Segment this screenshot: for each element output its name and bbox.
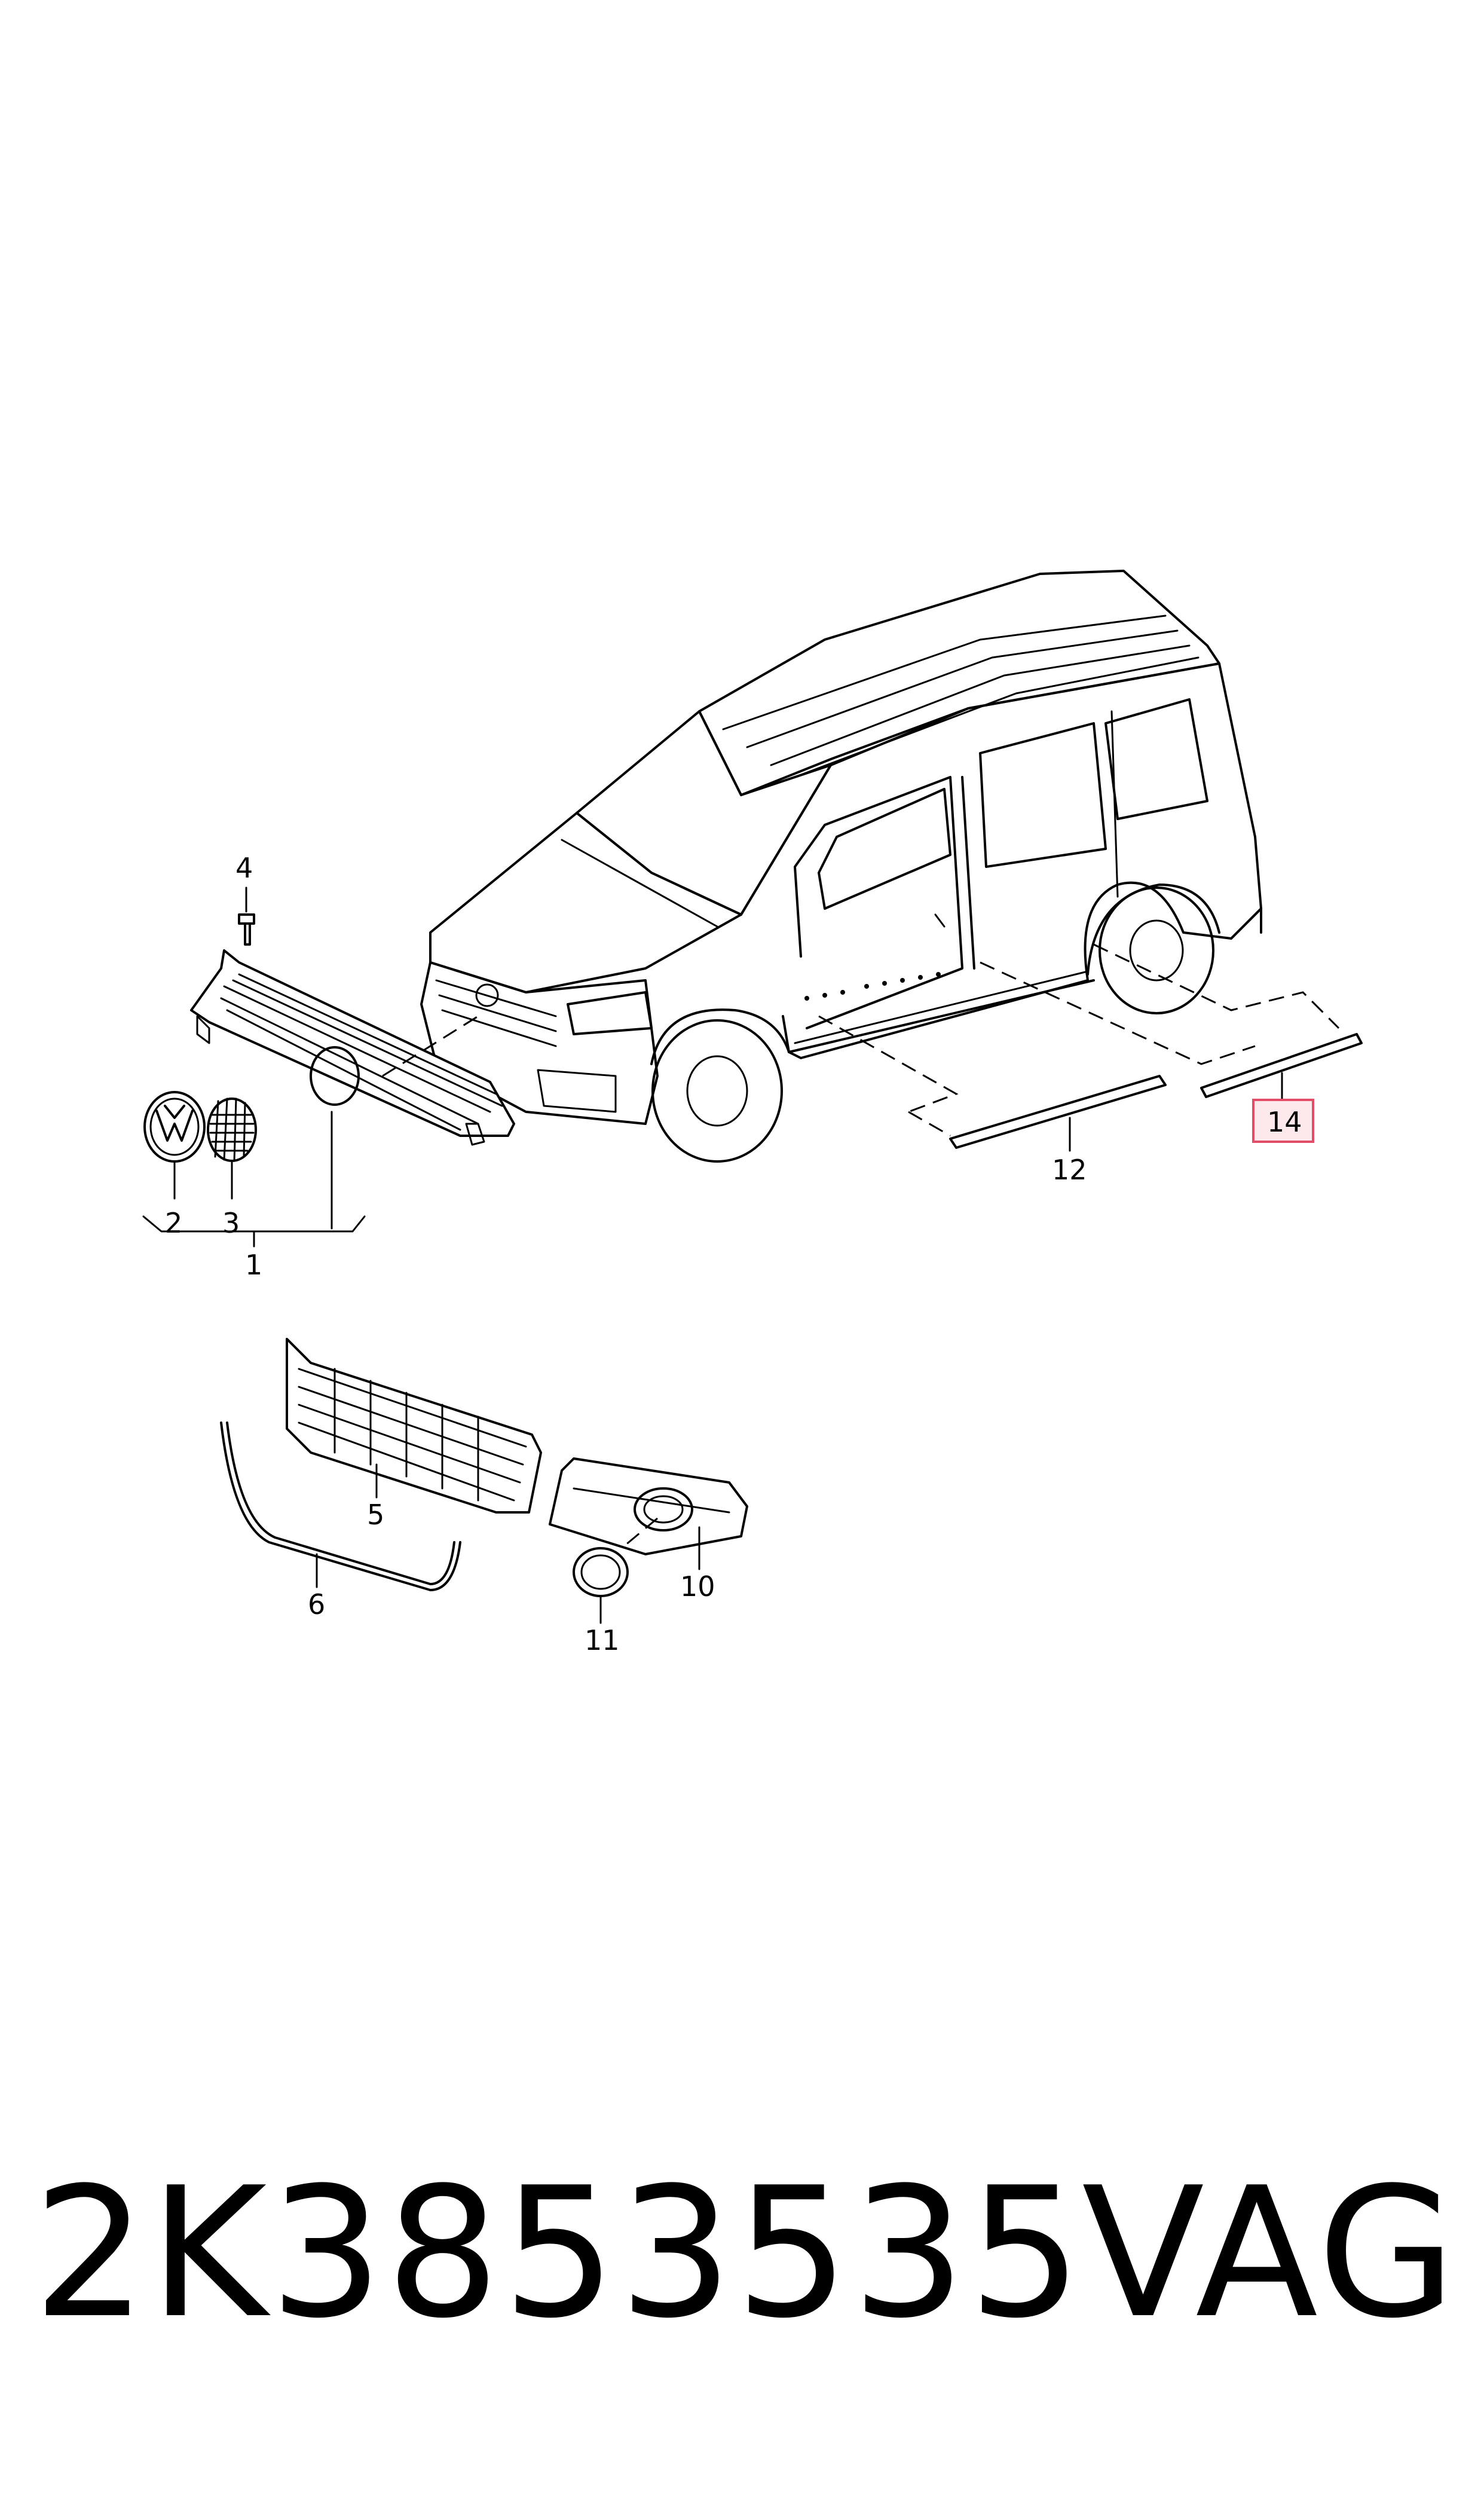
- callout-1: 1: [245, 1249, 262, 1281]
- brand-name: VAG: [1082, 2149, 1459, 2358]
- parts-diagram: 4 2 3 1 5 6 10 11 12 14: [142, 570, 1363, 1656]
- callout-12: 12: [1052, 1154, 1087, 1186]
- callout-2: 2: [165, 1207, 182, 1239]
- door-moulding-markers: [804, 972, 941, 1001]
- callout-11: 11: [585, 1624, 620, 1656]
- dashed-leaders: [382, 943, 1340, 1549]
- retaining-clip: [238, 913, 255, 946]
- fog-light-ring: [573, 1547, 629, 1597]
- side-moulding-rear: [1200, 1033, 1363, 1098]
- callout-3: 3: [222, 1207, 240, 1239]
- vw-badge: [143, 1091, 206, 1163]
- highlight-box: [1252, 1099, 1314, 1143]
- trim-strip: [220, 1421, 461, 1591]
- callout-4: 4: [235, 852, 253, 884]
- callout-14-highlight[interactable]: 14: [1252, 1099, 1314, 1143]
- part-number: 2K3853535: [33, 2149, 1085, 2358]
- emblem-mesh-insert: [207, 1097, 257, 1162]
- side-moulding-front: [949, 1075, 1167, 1149]
- callout-6: 6: [308, 1588, 325, 1621]
- fog-light-grille: [549, 1457, 748, 1555]
- callout-14: 14: [1267, 1106, 1302, 1138]
- callout-10: 10: [680, 1570, 715, 1603]
- leader-lines: [142, 886, 1283, 1624]
- van-illustration: [420, 570, 1262, 1163]
- lower-grille: [286, 1338, 542, 1514]
- radiator-grille-assembly: [190, 949, 515, 1146]
- callout-5: 5: [367, 1499, 384, 1531]
- footer: 2K3853535 VAG: [0, 2128, 1484, 2379]
